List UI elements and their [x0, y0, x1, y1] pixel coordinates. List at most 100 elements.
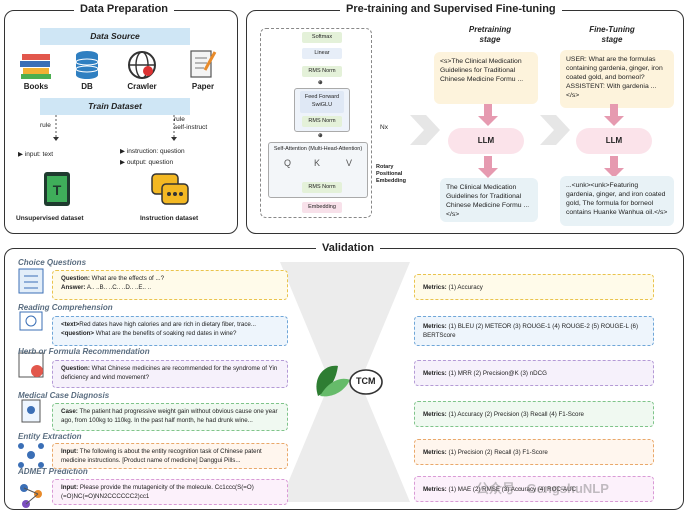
- arch-rms-norm-2: RMS Norm: [302, 116, 342, 127]
- task-heading-reading: Reading Comprehension: [18, 303, 113, 312]
- pretraining-input-box: <s>The Clinical Medication Guidelines fo…: [434, 52, 538, 104]
- data-source-bar: Data Source: [40, 28, 190, 45]
- rule-left-label: rule: [40, 122, 51, 129]
- finetuning-stage-title: Fine-Tuning stage: [582, 25, 642, 45]
- task-entity-val1: The following is about the entity recogn…: [61, 448, 262, 464]
- tcm-logo-icon: [316, 365, 383, 397]
- metric-box-reading: Metrics: (1) BLEU (2) METEOR (3) ROUGE-1…: [414, 316, 654, 346]
- metric-label-3: Metrics:: [423, 369, 447, 377]
- rotary-line-2: Positional: [376, 171, 403, 177]
- pretraining-stage-line-2: stage: [479, 35, 501, 44]
- task-choice-val2: A.. ..B.. ..C.. ..D.. ..E.. ..: [86, 284, 152, 291]
- pretraining-stage-line-1: Pretraining: [468, 25, 512, 34]
- validation-title: Validation: [316, 242, 380, 254]
- arch-linear: Linear: [302, 48, 342, 59]
- task-entity-key1: Input:: [61, 448, 79, 455]
- task-reading-key1: <text>: [61, 321, 80, 328]
- train-dataset-bar: Train Dataset: [40, 98, 190, 115]
- output-question-item: ▶ output: question: [120, 159, 174, 166]
- admet-molecule-icon: [20, 484, 42, 508]
- task-rec-key1: Question:: [61, 365, 90, 372]
- task-reading-val2: What are the benefits of soaking red dat…: [95, 330, 237, 337]
- task-rec-val1: What Chinese medicines are recommended f…: [61, 365, 278, 381]
- arch-feed-forward: Feed Forward SwiGLU: [300, 91, 344, 113]
- source-label-crawler: Crawler: [127, 82, 157, 91]
- arch-rms-norm-1: RMS Norm: [302, 66, 342, 77]
- arch-softmax: Softmax: [302, 32, 342, 43]
- metric-values-4: (1) Accuracy (2) Precision (3) Recall (4…: [448, 410, 584, 418]
- pink-arrows: [478, 104, 624, 178]
- task-diag-key1: Case:: [61, 408, 78, 415]
- finetuning-stage-line-2: stage: [601, 35, 623, 44]
- metric-values-1: (1) Accuracy: [448, 283, 483, 291]
- metric-values-3: (1) MRR (2) Precision@K (3) nDCG: [448, 369, 547, 377]
- instruction-question-label: instruction: question: [126, 148, 185, 155]
- input-text-item: ▶ input: text: [18, 151, 53, 158]
- task-admet-key1: Input:: [61, 484, 79, 491]
- instruction-question-item: ▶ instruction: question: [120, 148, 185, 155]
- rule-right-label: rule: [174, 116, 185, 123]
- arch-v: V: [346, 158, 353, 168]
- recommendation-icon: [18, 352, 44, 378]
- arch-ff-label: Feed Forward: [304, 94, 340, 100]
- metric-label-4: Metrics:: [423, 410, 447, 418]
- source-label-books: Books: [23, 82, 49, 91]
- task-box-reading: <text>Red dates have high calories and a…: [52, 316, 288, 346]
- crawler-icon: [128, 51, 156, 79]
- finetuning-stage-line-1: Fine-Tuning: [589, 25, 635, 34]
- reading-icon: [19, 311, 43, 331]
- arch-swiglu-label: SwiGLU: [311, 102, 333, 108]
- output-question-label: output: question: [126, 159, 174, 166]
- metric-box-diagnosis: Metrics: (1) Accuracy (2) Precision (3) …: [414, 401, 654, 427]
- task-heading-choice: Choice Questions: [18, 258, 87, 267]
- rotary-line-1: Rotary: [376, 164, 394, 170]
- rotary-line-3: Embedding: [376, 178, 406, 184]
- metric-box-recommendation: Metrics: (1) MRR (2) Precision@K (3) nDC…: [414, 360, 654, 386]
- train-dataset-split-lines: [53, 115, 177, 141]
- arch-plus-1: ⊕: [318, 80, 323, 86]
- metric-label-5: Metrics:: [423, 448, 447, 456]
- source-label-paper: Paper: [191, 82, 215, 91]
- task-reading-key2: <question>: [61, 330, 95, 337]
- task-box-choice: Question: What are the effects of ...? A…: [52, 270, 288, 300]
- task-heading-admet: ADMET Prediction: [18, 467, 88, 476]
- input-text-label: input: text: [24, 151, 53, 158]
- finetuning-llm: LLM: [576, 128, 652, 154]
- unsupervised-document-icon: T: [44, 172, 70, 206]
- task-box-entity: Input: The following is about the entity…: [52, 443, 288, 469]
- arch-rms-norm-3: RMS Norm: [302, 182, 342, 193]
- task-admet-val1: Please provide the mutagenicity of the m…: [61, 484, 254, 500]
- flow-chevrons: [410, 115, 570, 145]
- instruction-dataset-label: Instruction dataset: [140, 215, 199, 222]
- books-icon: [20, 54, 51, 79]
- metric-values-2: (1) BLEU (2) METEOR (3) ROUGE-1 (4) ROUG…: [423, 323, 639, 339]
- metric-values-6: (1) MAE (2) RMSE (3) Accuracy (4) ROC-AU…: [448, 485, 577, 493]
- metric-label-6: Metrics:: [423, 485, 447, 493]
- finetuning-input-box: USER: What are the formulas containing g…: [560, 50, 674, 108]
- svg-text:T: T: [53, 182, 62, 198]
- watermark: 公众号 · GengshuNLP: [476, 481, 609, 496]
- self-instruct-label: self-instruct: [174, 124, 208, 131]
- arch-embedding: Embedding: [302, 202, 342, 213]
- arch-self-attention: Self-Attention (Multi-Head-Attention): [273, 146, 363, 152]
- database-icon: [75, 51, 99, 79]
- paper-icon: [190, 50, 217, 78]
- metric-box-admet: Metrics: (1) MAE (2) RMSE (3) Accuracy (…: [414, 476, 654, 502]
- task-heading-diagnosis: Medical Case Diagnosis: [18, 391, 110, 400]
- pretraining-title: Pre-training and Supervised Fine-tuning: [340, 3, 562, 15]
- task-choice-key2: Answer:: [61, 284, 86, 291]
- transformer-block-border: [260, 28, 372, 218]
- pretraining-stage-title: Pretraining stage: [460, 25, 520, 45]
- arch-plus-2: ⊕: [318, 133, 323, 139]
- task-heading-entity: Entity Extraction: [18, 432, 82, 441]
- metric-values-5: (1) Precision (2) Recall (3) F1-Score: [448, 448, 548, 456]
- diagnosis-icon: [21, 399, 41, 423]
- task-box-diagnosis: Case: The patient had progressive weight…: [52, 403, 288, 431]
- source-label-db: DB: [81, 82, 93, 91]
- pretraining-output-box: The Clinical Medication Guidelines for T…: [440, 178, 538, 222]
- tcm-logo-text: TCM: [356, 376, 376, 386]
- task-heading-recommendation: Herb or Formula Recommendation: [18, 347, 150, 356]
- entity-extraction-icon: [18, 443, 44, 468]
- data-preparation-title: Data Preparation: [74, 3, 175, 15]
- task-box-admet: Input: Please provide the mutagenicity o…: [52, 479, 288, 505]
